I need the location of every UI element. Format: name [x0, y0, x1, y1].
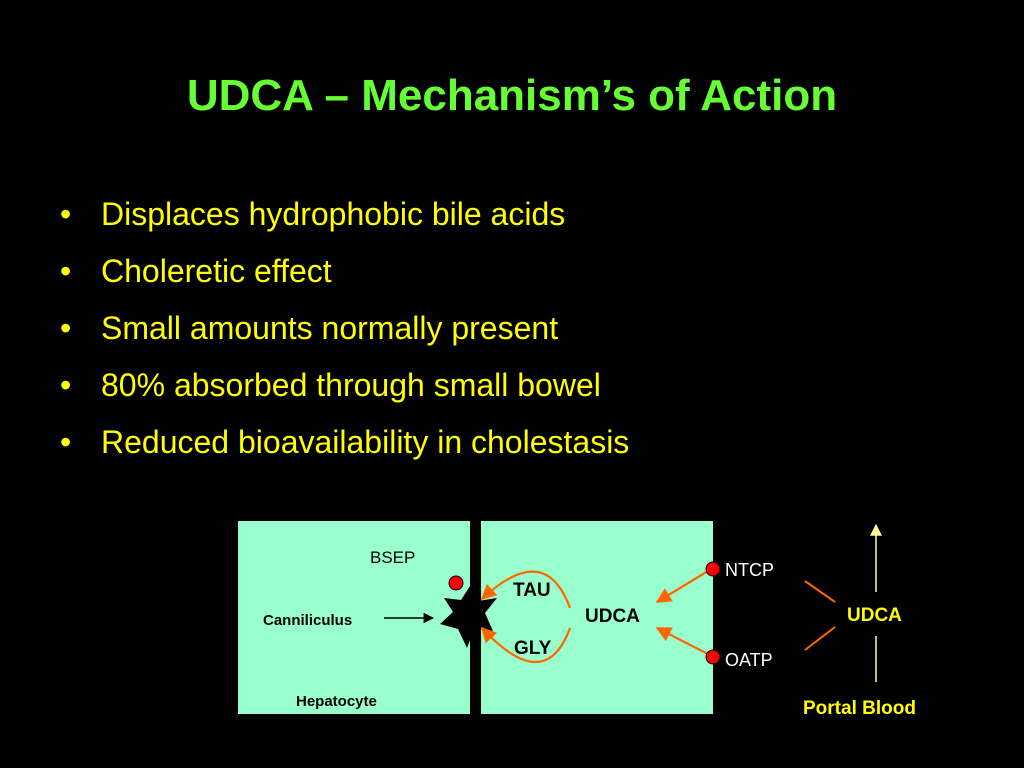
bullet-list: • Displaces hydrophobic bile acids • Chole…	[60, 186, 629, 471]
canaliculus-star-icon	[440, 586, 497, 648]
bsep-transporter-icon	[448, 575, 464, 591]
ntcp-label: NTCP	[725, 560, 774, 580]
bullet-icon: •	[60, 196, 72, 232]
oatp-blood-connector	[804, 626, 836, 651]
bullet-item: • Choleretic effect	[60, 243, 629, 300]
bullet-text: Small amounts normally present	[101, 310, 559, 346]
gly-label: GLY	[514, 638, 552, 659]
canniliculus-label: Canniliculus	[263, 612, 352, 629]
bsep-label: BSEP	[370, 548, 415, 567]
bullet-icon: •	[60, 253, 72, 289]
bullet-item: • 80% absorbed through small bowel	[60, 357, 629, 414]
oatp-label: OATP	[725, 650, 773, 670]
tau-conjugation-arrow	[480, 570, 572, 609]
hepatocyte-right-panel	[481, 521, 713, 714]
bullet-text: Reduced bioavailability in cholestasis	[101, 424, 630, 460]
udca-intracellular-label: UDCA	[585, 606, 640, 627]
bullet-item: • Displaces hydrophobic bile acids	[60, 186, 629, 243]
bullet-text: Displaces hydrophobic bile acids	[101, 196, 566, 232]
bullet-icon: •	[60, 424, 72, 460]
bullet-item: • Small amounts normally present	[60, 300, 629, 357]
gly-conjugation-arrow	[480, 626, 572, 664]
slide-title: UDCA – Mechanism’s of Action	[186, 71, 838, 120]
bullet-icon: •	[60, 367, 72, 403]
tau-label: TAU	[513, 580, 551, 601]
ntcp-uptake-arrow	[655, 570, 709, 603]
ntcp-transporter-icon	[705, 561, 721, 577]
bullet-icon: •	[60, 310, 72, 346]
portal-blood-label: Portal Blood	[803, 698, 916, 719]
hepatocyte-label: Hepatocyte	[296, 693, 377, 710]
oatp-transporter-icon	[705, 649, 721, 665]
bullet-text: 80% absorbed through small bowel	[101, 367, 601, 403]
ntcp-blood-connector	[804, 580, 836, 603]
oatp-uptake-arrow	[655, 627, 709, 655]
bullet-item: • Reduced bioavailability in cholestasis	[60, 414, 629, 471]
cell-membrane-divider	[470, 521, 481, 714]
bullet-text: Choleretic effect	[101, 253, 332, 289]
udca-blood-label: UDCA	[847, 605, 902, 626]
